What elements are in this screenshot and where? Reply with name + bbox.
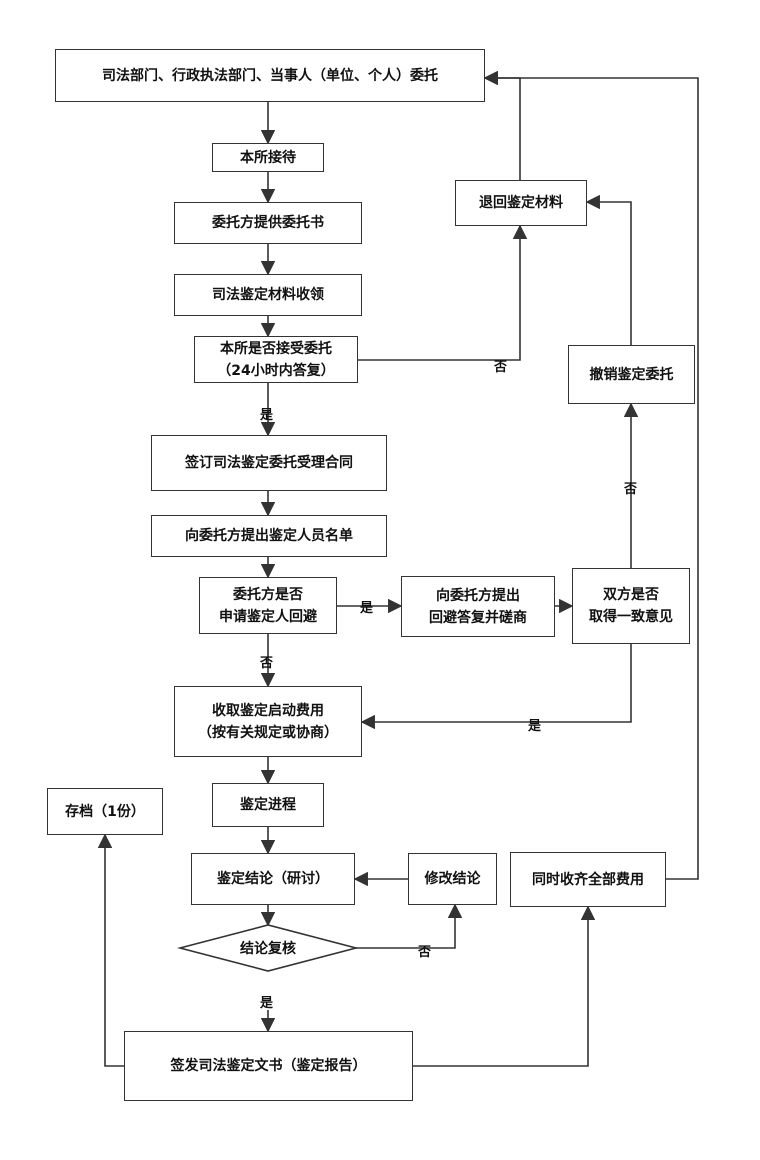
archive-text: 存档（1份） [65, 803, 145, 820]
arrow-collect-to-commission [483, 70, 699, 880]
label-accept-no: 否 [494, 360, 508, 375]
archive-box: 存档（1份） [47, 788, 163, 835]
collect-all-box: 同时收齐全部费用 [510, 852, 666, 907]
conclusion-box: 鉴定结论（研讨） [191, 853, 355, 905]
progress-box: 鉴定进程 [212, 783, 324, 827]
conclusion-text: 鉴定结论（研讨） [217, 871, 329, 887]
sign-contract-box: 签订司法鉴定委托受理合同 [151, 435, 387, 491]
modify-box: 修改结论 [408, 853, 497, 905]
arrow-cancel-to-return [585, 194, 632, 345]
label-review-no: 否 [418, 945, 432, 960]
consult-box: 向委托方提出 回避答复并磋商 [401, 576, 555, 637]
issue-box: 签发司法鉴定文书（鉴定报告） [124, 1031, 413, 1101]
arrow-issue-to-collect [413, 905, 596, 1067]
sign-contract-text: 签订司法鉴定委托受理合同 [185, 455, 353, 471]
provide-letter-text: 委托方提供委托书 [212, 215, 324, 231]
materials-receipt-box: 司法鉴定材料收领 [174, 274, 362, 316]
label-agree-yes: 是 [528, 719, 542, 734]
accept-question-box: 本所是否接受委托 （24小时内答复） [194, 336, 358, 383]
avoid-question-box: 委托方是否 申请鉴定人回避 [199, 577, 337, 634]
cancel-commission-box: 撤销鉴定委托 [568, 345, 695, 404]
cancel-commission-text: 撤销鉴定委托 [589, 366, 674, 383]
fee-line1: 收取鉴定启动费用 [212, 702, 324, 719]
avoid-question-line1: 委托方是否 [233, 586, 303, 603]
issue-text: 签发司法鉴定文书（鉴定报告） [170, 1058, 367, 1074]
label-agree-no: 否 [624, 482, 638, 497]
reception-box: 本所接待 [212, 143, 324, 172]
avoid-question-line2: 申请鉴定人回避 [219, 608, 317, 625]
arrow-review-no [352, 903, 463, 949]
reception-text: 本所接待 [240, 149, 296, 166]
fee-line2: （按有关规定或协商） [198, 724, 338, 741]
fee-box: 收取鉴定启动费用 （按有关规定或协商） [174, 686, 362, 757]
return-materials-box: 退回鉴定材料 [455, 180, 587, 226]
agree-question-box: 双方是否 取得一致意见 [572, 568, 690, 644]
arrow-accept-no [358, 224, 528, 361]
return-materials-text: 退回鉴定材料 [479, 195, 563, 211]
accept-question-line2: （24小时内答复） [217, 362, 335, 379]
consult-line2: 回避答复并磋商 [429, 609, 527, 626]
modify-text: 修改结论 [424, 871, 481, 887]
collect-all-text: 同时收齐全部费用 [532, 871, 644, 888]
review-diamond [176, 924, 360, 972]
consult-line1: 向委托方提出 [436, 587, 520, 604]
propose-list-box: 向委托方提出鉴定人员名单 [151, 515, 387, 557]
accept-question-line1: 本所是否接受委托 [220, 340, 332, 357]
label-review-yes: 是 [260, 996, 274, 1011]
label-accept-yes: 是 [260, 408, 274, 423]
commission-box: 司法部门、行政执法部门、当事人（单位、个人）委托 [55, 49, 485, 102]
review-text: 结论复核 [240, 941, 296, 957]
arrow-agree-yes [360, 644, 632, 730]
commission-text: 司法部门、行政执法部门、当事人（单位、个人）委托 [102, 67, 438, 84]
arrow-return-to-commission [483, 70, 521, 180]
propose-list-text: 向委托方提出鉴定人员名单 [185, 528, 353, 544]
materials-receipt-text: 司法鉴定材料收领 [212, 287, 324, 303]
provide-letter-box: 委托方提供委托书 [174, 202, 362, 244]
label-avoid-no: 否 [260, 656, 274, 671]
agree-question-line1: 双方是否 [603, 587, 659, 603]
arrow-issue-to-archive [97, 833, 124, 1067]
progress-text: 鉴定进程 [240, 797, 296, 813]
agree-question-line2: 取得一致意见 [589, 609, 673, 625]
label-avoid-yes: 是 [360, 601, 374, 616]
